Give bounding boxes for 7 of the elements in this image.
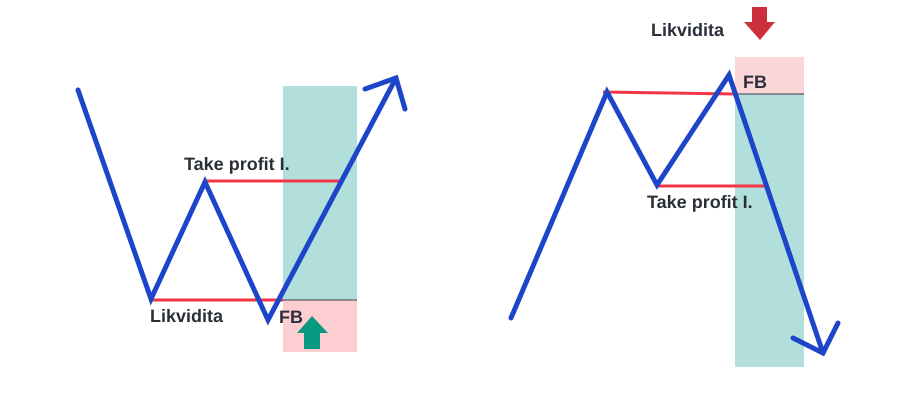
liquidity-label: Likvidita <box>150 307 224 325</box>
fb-label: FB <box>279 308 303 326</box>
fb-label: FB <box>743 73 767 91</box>
take-profit-label: Take profit I. <box>184 155 290 173</box>
stop-loss-zone <box>735 57 804 94</box>
liquidity-label: Likvidita <box>651 21 724 39</box>
take-profit-label: Take profit I. <box>647 193 753 211</box>
